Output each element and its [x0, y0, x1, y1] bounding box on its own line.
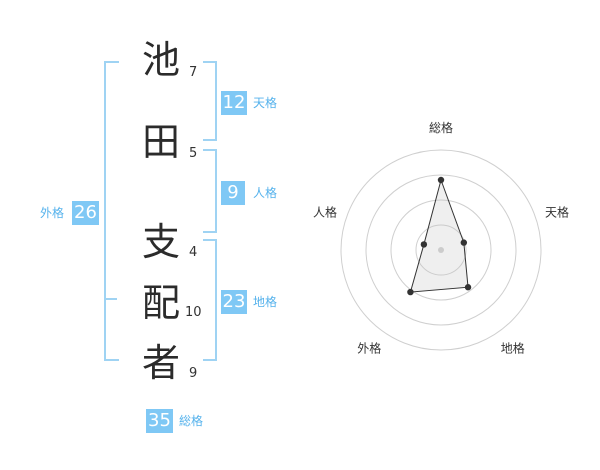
stroke-count-2: 5: [189, 146, 198, 161]
radar-data-point: [437, 176, 445, 184]
name-char-2: 田: [141, 120, 180, 164]
stroke-count-3: 4: [189, 245, 198, 260]
radar-ring: [340, 149, 542, 351]
gaikaku-value-badge: 26: [72, 201, 99, 225]
tenkaku-label: 天格: [253, 96, 278, 110]
radar-ring: [390, 199, 492, 301]
radar-axis-label: 総格: [429, 120, 453, 135]
stroke-count-5: 9: [189, 366, 198, 381]
name-char-3: 支: [141, 220, 180, 264]
tenkaku-bracket: [203, 61, 217, 141]
gaikaku-bracket-tick: [104, 298, 117, 300]
radar-center-point: [438, 247, 444, 253]
radar-data-point: [460, 239, 468, 246]
radar-axis-label: 地格: [501, 341, 525, 356]
gaikaku-label: 外格: [40, 206, 65, 220]
radar-data-point: [420, 241, 428, 248]
name-char-1: 池: [141, 38, 180, 82]
soukaku-label: 総格: [179, 414, 204, 428]
gaikaku-bracket: [104, 61, 119, 361]
stroke-count-4: 10: [185, 305, 202, 320]
radar-axis-label: 外格: [357, 341, 381, 356]
jinkaku-label: 人格: [253, 186, 278, 200]
name-char-4: 配: [141, 281, 180, 325]
radar-data-area: [409, 178, 469, 293]
radar-ring: [365, 174, 517, 326]
radar-axis-label: 天格: [545, 204, 569, 219]
jinkaku-bracket: [203, 149, 217, 233]
radar-data-point: [464, 284, 472, 291]
chikaku-label: 地格: [253, 295, 278, 309]
stroke-count-1: 7: [189, 65, 198, 80]
soukaku-value-badge: 35: [146, 409, 173, 433]
name-char-5: 者: [141, 341, 180, 385]
chikaku-bracket: [203, 239, 217, 361]
chikaku-value-badge: 23: [221, 290, 247, 314]
radar-ring: [415, 224, 467, 276]
jinkaku-value-badge: 9: [221, 181, 245, 205]
tenkaku-value-badge: 12: [221, 91, 247, 115]
radar-data-point: [407, 288, 414, 296]
radar-axis-label: 人格: [313, 204, 337, 219]
